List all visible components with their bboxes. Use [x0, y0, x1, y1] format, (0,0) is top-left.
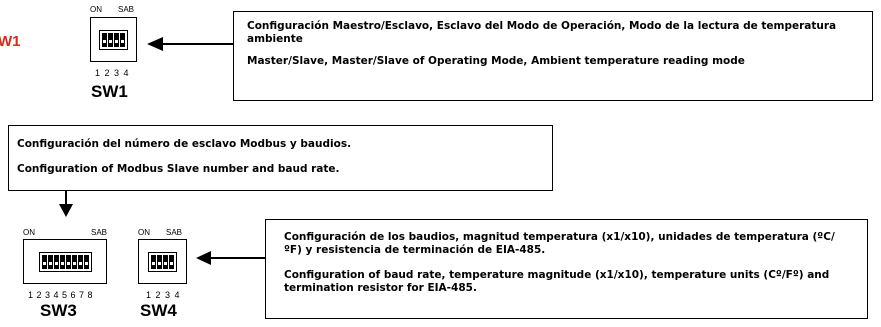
sw3-sab-label: SAB — [91, 228, 108, 237]
sw1-on-label: ON — [90, 5, 102, 14]
sw4-description-es: Configuración de los baudios, magnitud t… — [284, 231, 835, 256]
sw3-switch-knob-7[interactable] — [77, 254, 83, 269]
sw4-description-box: Configuración de los baudios, magnitud t… — [265, 219, 868, 319]
sw3-description-es: Configuración del número de esclavo Modb… — [17, 138, 352, 150]
sw1-description-box: Configuración Maestro/Esclavo, Esclavo d… — [233, 11, 873, 101]
sw4-position-numbers: 1 2 3 4 — [146, 290, 181, 300]
sw1-switch-knob-4[interactable] — [120, 32, 125, 47]
sw3-on-label: ON — [23, 228, 35, 237]
sw3-position-numbers: 1 2 3 4 5 6 7 8 — [28, 290, 94, 300]
sw3-switch-knob-5[interactable] — [65, 254, 71, 269]
sw4-switch-knob-3[interactable] — [163, 254, 168, 269]
sw1-switch-knob-3[interactable] — [114, 32, 119, 47]
sw3-dip-switch[interactable] — [23, 239, 107, 284]
sw1-switch-knob-2[interactable] — [108, 32, 113, 47]
sw3-description-box: Configuración del número de esclavo Modb… — [8, 125, 553, 191]
sw1-switch-block — [99, 29, 128, 50]
sw4-on-label: ON — [138, 228, 150, 237]
sw1-switch-knob-1[interactable] — [102, 32, 107, 47]
sw4-switch-knob-1[interactable] — [151, 254, 156, 269]
sw3-switch-knob-1[interactable] — [41, 254, 47, 269]
sw3-switch-knob-3[interactable] — [53, 254, 59, 269]
sw1-sab-label: SAB — [118, 5, 135, 14]
sw1-description-en: Master/Slave, Master/Slave of Operating … — [247, 55, 745, 67]
sw4-dip-switch[interactable] — [138, 239, 187, 284]
cut-off-label: W1 — [0, 33, 21, 50]
sw4-switch-block — [148, 251, 177, 272]
sw1-dip-switch[interactable] — [90, 17, 137, 62]
sw3-description-en: Configuration of Modbus Slave number and… — [17, 163, 340, 175]
sw1-arrow — [147, 37, 233, 51]
sw4-switch-knob-4[interactable] — [169, 254, 174, 269]
sw1-position-numbers: 1 2 3 4 — [95, 68, 130, 78]
sw3-name: SW3 — [40, 301, 77, 320]
sw1-name: SW1 — [91, 82, 128, 101]
sw4-name: SW4 — [140, 301, 177, 320]
sw3-switch-knob-8[interactable] — [83, 254, 89, 269]
sw3-switch-block — [38, 251, 92, 272]
sw4-arrow — [196, 251, 265, 265]
sw3-arrow — [59, 191, 73, 217]
sw4-switch-knob-2[interactable] — [157, 254, 162, 269]
sw4-sab-label: SAB — [166, 228, 183, 237]
sw3-switch-knob-4[interactable] — [59, 254, 65, 269]
sw1-description-es: Configuración Maestro/Esclavo, Esclavo d… — [247, 20, 837, 45]
sw3-switch-knob-2[interactable] — [47, 254, 53, 269]
sw3-switch-knob-6[interactable] — [71, 254, 77, 269]
sw4-description-en: Configuration of baud rate, temperature … — [284, 269, 830, 294]
